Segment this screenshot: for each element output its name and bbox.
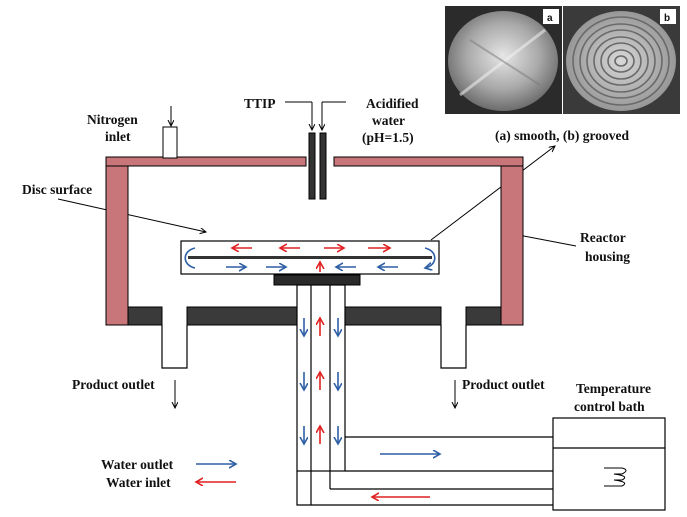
reactor-housing-label: Reactor bbox=[580, 230, 626, 245]
disc-photos: a b bbox=[445, 6, 680, 114]
acidified-water-label-3: (pH=1.5) bbox=[362, 130, 414, 145]
ttip-feed-nozzle bbox=[308, 132, 316, 200]
grooved-disc-photo bbox=[566, 11, 676, 111]
flow-legend: Water outlet Water inlet bbox=[101, 457, 236, 490]
ttip-label: TTIP bbox=[244, 96, 276, 111]
acidified-water-label-2: water bbox=[372, 113, 405, 128]
disc-support-plate bbox=[273, 274, 361, 286]
shaft-flow-blue bbox=[304, 318, 338, 444]
bath-piping bbox=[296, 436, 553, 506]
water-inlet-legend-label: Water inlet bbox=[106, 475, 171, 490]
nitrogen-inlet-tube bbox=[162, 126, 178, 159]
disc-surface-label: Disc surface bbox=[22, 182, 92, 197]
rotating-disc bbox=[180, 240, 440, 275]
heater-coil-icon bbox=[604, 467, 627, 487]
water-outlet-legend-label: Water outlet bbox=[101, 457, 174, 472]
temperature-control-bath bbox=[552, 417, 666, 511]
reactor-housing bbox=[105, 156, 524, 326]
temp-bath-label: Temperature bbox=[576, 381, 651, 396]
product-outlet-pipe-right bbox=[440, 325, 467, 369]
water-feed-nozzle bbox=[319, 132, 327, 200]
nitrogen-inlet-label-2: inlet bbox=[105, 129, 131, 144]
disc-options-pointer bbox=[430, 146, 555, 241]
photo-a-label: a bbox=[547, 13, 553, 24]
reactor-housing-label-2: housing bbox=[585, 249, 630, 264]
temp-bath-label-2: control bath bbox=[574, 399, 645, 414]
acidified-water-label: Acidified bbox=[366, 96, 419, 111]
nitrogen-inlet-label: Nitrogen bbox=[87, 112, 138, 127]
photo-b-label: b bbox=[664, 13, 670, 24]
disc-options-label: (a) smooth, (b) grooved bbox=[495, 128, 629, 143]
product-outlet-left-label: Product outlet bbox=[72, 377, 155, 392]
disc-surface-pointer bbox=[57, 198, 206, 232]
disc-flow-red bbox=[232, 248, 390, 272]
product-outlet-pipe-left bbox=[161, 325, 188, 369]
product-outlet-right-label: Product outlet bbox=[462, 377, 545, 392]
